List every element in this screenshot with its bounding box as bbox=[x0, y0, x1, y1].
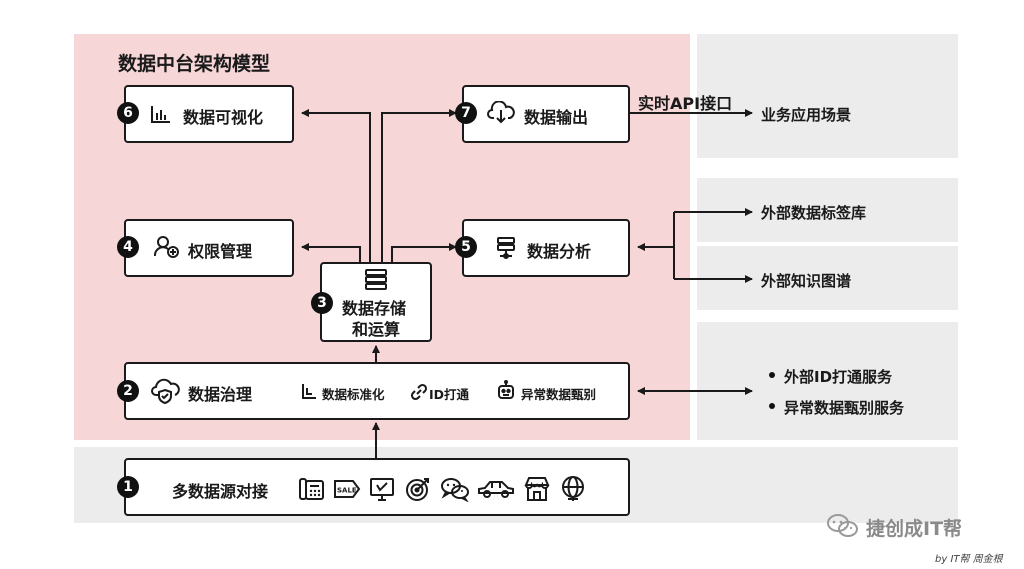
user-add-icon bbox=[154, 236, 179, 258]
arrow-storage-to-output bbox=[381, 109, 457, 262]
arrow-storage-to-permission bbox=[301, 243, 361, 262]
sub-id: ID打通 bbox=[429, 387, 470, 402]
wechat-icon bbox=[441, 478, 469, 502]
arrow-storage-to-analysis bbox=[391, 243, 457, 262]
output-box[interactable] bbox=[462, 85, 630, 143]
sub-anomaly: 异常数据甄别 bbox=[521, 387, 597, 402]
database-icon bbox=[497, 237, 515, 259]
badge-6: 6 bbox=[117, 102, 139, 124]
visualization-label: 数据可视化 bbox=[183, 108, 264, 127]
link-icon bbox=[410, 383, 428, 401]
robot-icon bbox=[498, 380, 514, 399]
pos-terminal-icon bbox=[370, 478, 394, 501]
badge-3: 3 bbox=[311, 292, 333, 314]
analysis-label: 数据分析 bbox=[527, 242, 592, 261]
cloud-shield-icon bbox=[151, 378, 180, 405]
sale-text: SALE bbox=[337, 487, 357, 495]
phone-icon bbox=[299, 478, 324, 500]
sub-standardize: 数据标准化 bbox=[322, 387, 385, 402]
permission-box[interactable] bbox=[124, 219, 294, 277]
watermark-credit: by IT帮 周金根 bbox=[935, 554, 1003, 565]
output-label: 数据输出 bbox=[524, 108, 589, 127]
bar-chart-icon bbox=[151, 106, 170, 123]
bullet-1 bbox=[769, 372, 775, 378]
tag-lib-label: 外部数据标签库 bbox=[761, 204, 867, 222]
badge-5: 5 bbox=[455, 236, 477, 258]
api-label: 实时API接口 bbox=[638, 94, 733, 113]
storage-label-line2: 和运算 bbox=[352, 320, 401, 339]
badge-7: 7 bbox=[455, 102, 477, 124]
arrow-storage-to-visualization bbox=[301, 109, 371, 262]
governance-label: 数据治理 bbox=[188, 385, 253, 404]
ext-service-1: 外部ID打通服务 bbox=[784, 368, 893, 386]
analysis-box[interactable] bbox=[462, 219, 630, 277]
cloud-download-icon bbox=[487, 101, 515, 124]
store-icon bbox=[524, 477, 550, 501]
diagram-title: 数据中台架构模型 bbox=[118, 53, 271, 75]
badge-1: 1 bbox=[117, 476, 139, 498]
sources-label: 多数据源对接 bbox=[172, 482, 269, 501]
business-panel bbox=[697, 34, 958, 158]
knowledge-graph-label: 外部知识图谱 bbox=[761, 272, 852, 290]
sale-tag-icon: SALE bbox=[334, 480, 361, 498]
server-icon bbox=[365, 269, 387, 290]
ext-service-2: 异常数据甄别服务 bbox=[784, 399, 905, 417]
storage-label-line1: 数据存储 bbox=[342, 299, 407, 318]
standardize-icon bbox=[302, 384, 316, 399]
badge-4: 4 bbox=[117, 236, 139, 258]
external-services-panel bbox=[697, 322, 958, 440]
globe-icon bbox=[562, 476, 584, 501]
car-icon bbox=[478, 481, 514, 498]
target-icon bbox=[406, 478, 429, 501]
bullet-2 bbox=[769, 403, 775, 409]
permission-label: 权限管理 bbox=[188, 242, 253, 261]
governance-box[interactable] bbox=[124, 362, 630, 420]
wechat-watermark-icon bbox=[827, 514, 858, 537]
badge-2: 2 bbox=[117, 380, 139, 402]
tag-lib-panel bbox=[697, 178, 958, 242]
watermark-brand: 捷创成IT帮 bbox=[866, 518, 963, 540]
business-scene-label: 业务应用场景 bbox=[761, 106, 852, 124]
